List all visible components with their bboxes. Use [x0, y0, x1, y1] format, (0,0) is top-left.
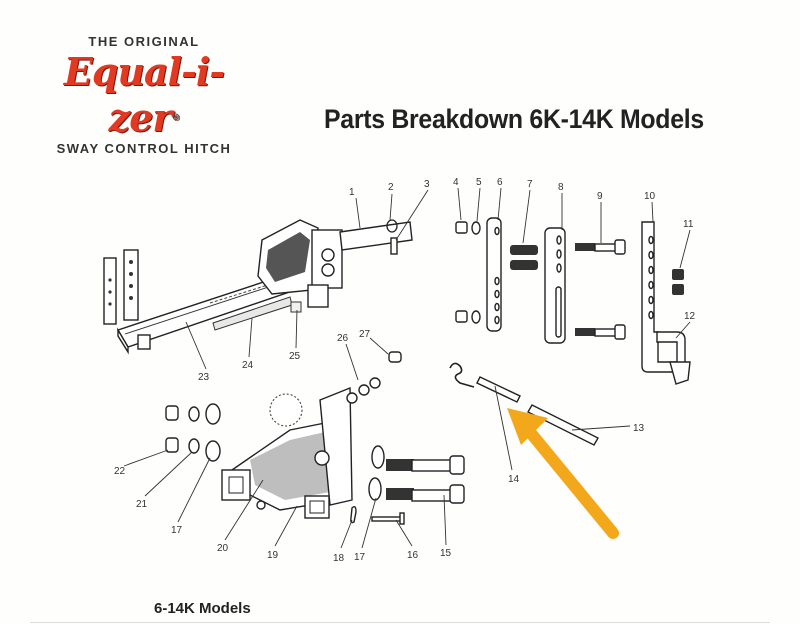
part-label: 15	[440, 548, 452, 559]
part-label: 20	[217, 543, 229, 554]
part-label: 19	[267, 550, 279, 561]
part-label: 5	[476, 177, 482, 188]
bottom-divider	[30, 622, 770, 623]
part-label: 7	[527, 179, 533, 190]
part-label: 6	[497, 177, 503, 188]
part-label: 4	[453, 177, 459, 188]
part-label: 17	[171, 525, 183, 536]
part-label: 3	[424, 179, 430, 190]
part-label: 16	[407, 550, 419, 561]
part-labels: 1 2 3 4 5 6 7 8 9 10 11 12 13 14 15 16 1…	[114, 177, 696, 564]
part-label: 2	[388, 182, 394, 193]
part-label: 14	[508, 474, 520, 485]
part-label: 9	[597, 191, 603, 202]
part-label: 26	[337, 333, 349, 344]
part-label: 18	[333, 553, 345, 564]
part-label: 13	[633, 423, 645, 434]
part-label: 24	[242, 360, 254, 371]
part-label: 23	[198, 372, 210, 383]
logo-tagline-bottom: SWAY CONTROL HITCH	[56, 141, 232, 156]
lbracket-hardware	[455, 217, 691, 385]
lift-tool	[449, 362, 599, 446]
logo-brand-name: Equal-i-zer®	[34, 49, 254, 141]
part-label: 21	[136, 499, 148, 510]
part-label: 22	[114, 466, 126, 477]
hitch-head-assembly	[165, 351, 465, 525]
part-label: 8	[558, 182, 564, 193]
part-label: 1	[349, 187, 355, 198]
equalizer-logo: THE ORIGINAL Equal-i-zer® SWAY CONTROL H…	[34, 34, 254, 156]
part-label: 27	[359, 329, 371, 340]
part-label: 11	[683, 219, 694, 230]
part-label: 12	[684, 311, 696, 322]
part-label: 25	[289, 351, 301, 362]
part-label: 17	[354, 552, 366, 563]
logo-tagline-top: THE ORIGINAL	[88, 34, 200, 49]
page-title: Parts Breakdown 6K-14K Models	[324, 104, 704, 134]
model-caption: 6-14K Models	[154, 600, 251, 617]
spring-bar-assembly	[103, 219, 413, 355]
registered-mark: ®	[171, 113, 180, 123]
highlight-arrow-icon	[507, 408, 619, 539]
logo-brand-text: Equal-i-zer	[63, 49, 225, 140]
leader-lines	[123, 187, 691, 549]
part-label: 10	[644, 191, 656, 202]
